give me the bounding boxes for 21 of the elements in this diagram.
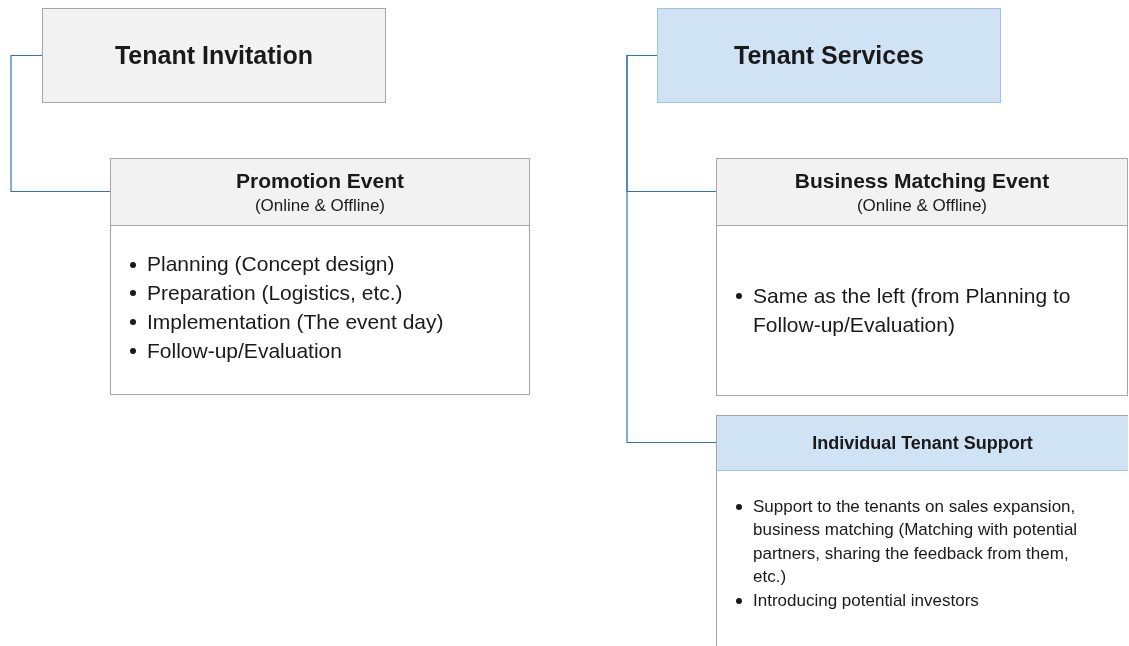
- activity-card: [110, 158, 530, 395]
- card-title: Individual Tenant Support: [812, 431, 1033, 455]
- card-title: Promotion Event: [236, 168, 404, 195]
- category-box: [42, 8, 386, 103]
- bullet-text: Same as the left (from Planning to Follow-up/Evaluation): [753, 282, 1072, 338]
- connector-line: [626, 54, 717, 444]
- category-box: [657, 8, 1001, 103]
- activity-card: [716, 158, 1128, 396]
- activity-card: [716, 415, 1128, 646]
- bullet-text: Follow-up/Evaluation: [147, 337, 342, 364]
- card-subtitle: (Online & Offline): [856, 194, 988, 216]
- bullet-text: Support to the tenants on sales expansion, business matching (Matching with potential partners, sharing the feedback from them, etc.): [753, 496, 1079, 589]
- bullet-text: Implementation (The event day): [147, 308, 444, 335]
- bullet-text: Preparation (Logistics, etc.): [147, 279, 403, 306]
- bullet-text: Planning (Concept design): [147, 251, 395, 277]
- category-title: Tenant Services: [734, 39, 924, 71]
- card-subtitle: (Online & Offline): [254, 194, 386, 216]
- bullet-text: Introducing potential investors: [753, 589, 979, 612]
- category-title: Tenant Invitation: [114, 39, 314, 71]
- card-title: Business Matching Event: [794, 168, 1050, 195]
- connector-line: [10, 54, 111, 193]
